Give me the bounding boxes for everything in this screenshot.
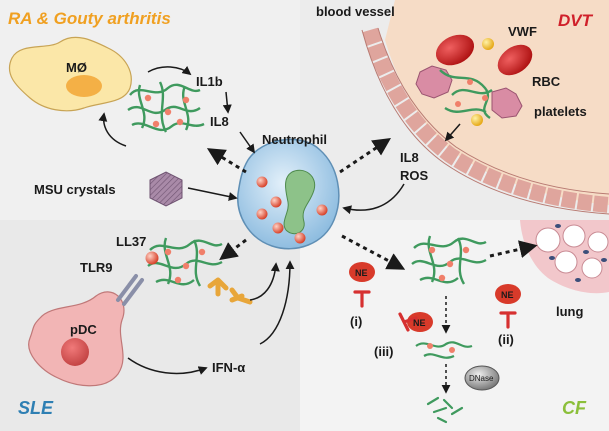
lung-nodule (555, 224, 561, 228)
lung-nodule (601, 258, 607, 262)
rbc (435, 34, 475, 66)
cf-net-fragments (426, 396, 464, 424)
dashed-arrow-to-ra-net (206, 148, 247, 174)
il1b-label: IL1b (196, 74, 223, 89)
arrow-antibody-to-neutrophil (249, 262, 280, 301)
granule (256, 176, 268, 188)
lung-label: lung (556, 304, 583, 319)
sle-net (145, 237, 223, 287)
step-iii-label: (iii) (374, 344, 394, 359)
cf-title: CF (562, 398, 587, 418)
dashed-arrow-to-sle-net (219, 238, 247, 261)
alveolus (562, 224, 586, 248)
dashed-arrow-to-cf-net (341, 234, 406, 270)
lung-nodule (549, 256, 555, 260)
ne-oval-i (349, 262, 375, 282)
inhibitor-i (353, 290, 371, 308)
lung-tissue (520, 220, 609, 294)
ll37-peptide (145, 251, 159, 265)
arrow-clot-to-il8 (444, 123, 461, 142)
arrows (98, 65, 461, 394)
ne-label-iii: NE (413, 318, 426, 328)
macrophage (8, 36, 132, 112)
ne-oval-ii (495, 284, 521, 304)
inhibitor-iii (398, 312, 418, 332)
granule (316, 204, 328, 216)
rbc-label: RBC (532, 74, 561, 89)
vwf-label: VWF (508, 24, 537, 39)
dnase-enzyme (464, 365, 500, 391)
il8-top-label: IL8 (210, 114, 229, 129)
rbc (497, 44, 533, 76)
ra-net (127, 81, 205, 133)
vwf-molecule (471, 114, 483, 126)
arrow-il8-to-neutrophil (239, 131, 256, 154)
tlr9-receptor (116, 274, 144, 306)
macrophage-nucleus (66, 75, 102, 97)
cf-net-degraded (415, 341, 473, 359)
ll37-label: LL37 (116, 234, 146, 249)
il8-dvt-label: IL8 (400, 150, 419, 165)
arrow-msu-to-neutrophil (187, 187, 238, 201)
arrow-ros-to-neutrophil (342, 183, 405, 215)
macrophage-cell (8, 36, 132, 112)
inhibitors (353, 290, 517, 332)
platelets-label: platelets (534, 104, 587, 119)
alveolus (554, 250, 578, 274)
step-i-label: (i) (350, 314, 362, 329)
dnase-label: DNase (469, 374, 494, 383)
alveolus (581, 257, 603, 279)
neutrophil (237, 138, 340, 250)
lung-nodule (575, 278, 581, 282)
vwf-molecule (482, 38, 494, 50)
arrow-il1b-to-il8 (222, 91, 232, 114)
macrophage-label: MØ (66, 60, 87, 75)
platelet (491, 87, 523, 119)
antibodies (207, 277, 253, 305)
tlr9-label: TLR9 (80, 260, 113, 275)
ne-elastase (349, 262, 521, 332)
arrow-mo-to-il1b (147, 65, 192, 76)
step-ii-label: (ii) (498, 332, 514, 347)
pdc-nucleus (61, 338, 89, 366)
granule (270, 196, 282, 208)
arrow-pdc-to-ifn (127, 357, 208, 375)
arrow-ifn-to-neutrophil (259, 260, 295, 345)
ne-label-ii: NE (501, 290, 514, 300)
cf-net (411, 235, 487, 285)
ne-label-i: NE (355, 268, 368, 278)
granule (272, 222, 284, 234)
ifn-label: IFN-α (212, 360, 245, 375)
alveolus (587, 231, 609, 253)
ros-label: ROS (400, 168, 429, 183)
pdc-cell (28, 274, 144, 387)
granule (256, 208, 268, 220)
vessel-wall-outer (362, 27, 609, 213)
sle-title: SLE (18, 398, 54, 418)
arrow-net-to-mo (98, 112, 127, 147)
alveolus (535, 227, 561, 253)
msu-label: MSU crystals (34, 182, 116, 197)
blood-vessel-label: blood vessel (316, 4, 395, 19)
pdc-label: pDC (70, 322, 97, 337)
dvt-clot (415, 34, 533, 126)
msu-crystal (149, 171, 183, 207)
dashed-arrows (206, 138, 538, 270)
lung-nodule (583, 250, 589, 254)
neutrophil-label: Neutrophil (262, 132, 327, 147)
inhibitor-ii (499, 311, 517, 329)
ra-title: RA & Gouty arthritis (8, 9, 171, 28)
vessel-wall-outline (361, 29, 609, 215)
ne-oval-iii (407, 312, 433, 332)
dvt-title: DVT (558, 11, 594, 30)
granule (294, 232, 306, 244)
dashed-arrow-to-dvt (339, 138, 391, 174)
